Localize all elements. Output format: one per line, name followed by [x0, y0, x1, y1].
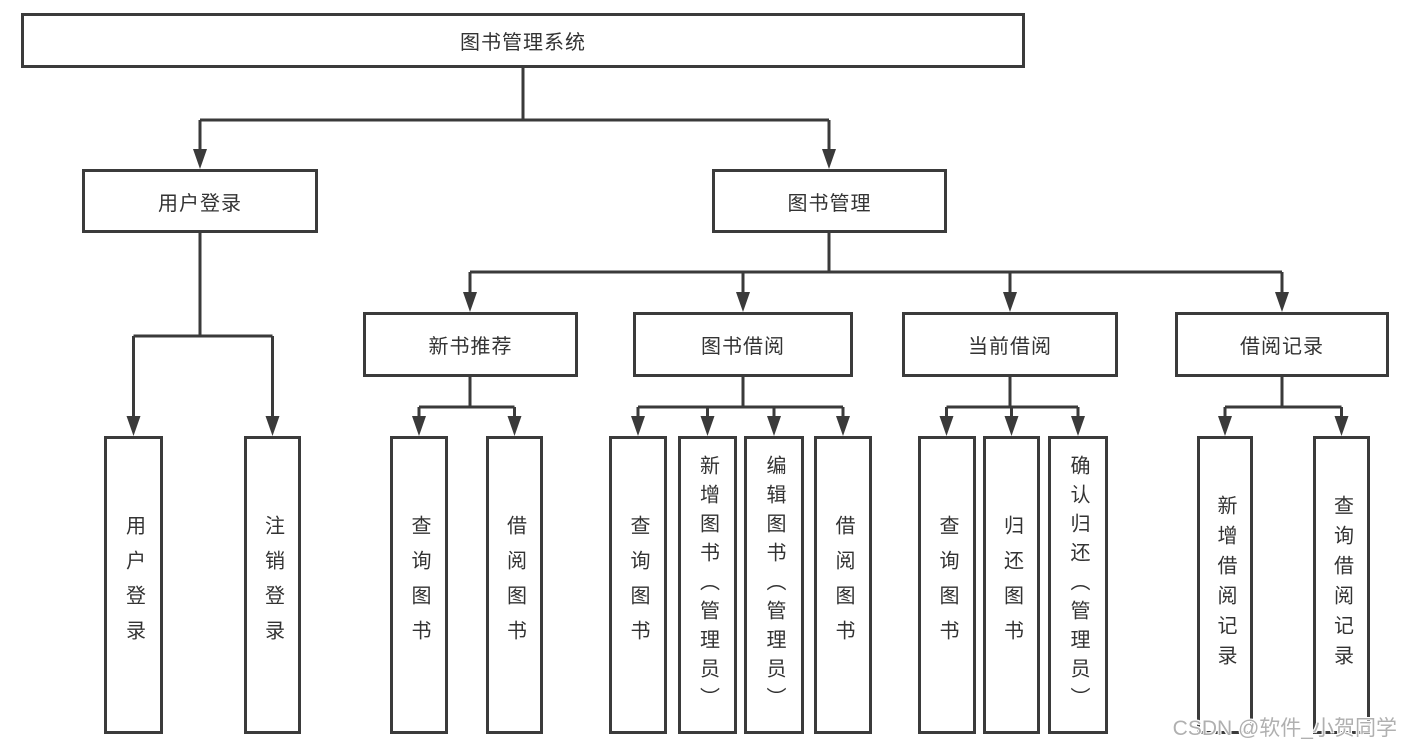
- leaf-logout-label: 注销登录: [261, 515, 284, 655]
- leaf-add-borrow-record: 新增借阅记录: [1197, 436, 1253, 734]
- leaf-user-login: 用户登录: [104, 436, 163, 734]
- leaf-confirm-return-admin-label: 确认归还（管理员）: [1067, 454, 1089, 716]
- leaf-borrow-edit-admin-label: 编辑图书（管理员）: [763, 454, 785, 716]
- node-current-borrow: 当前借阅: [902, 312, 1118, 377]
- leaf-borrow-query: 查询图书: [609, 436, 667, 734]
- leaf-borrow-book: 借阅图书: [814, 436, 872, 734]
- leaf-return-book: 归还图书: [983, 436, 1040, 734]
- leaf-borrow-edit-admin: 编辑图书（管理员）: [744, 436, 804, 734]
- node-new-book-recommend-label: 新书推荐: [428, 336, 513, 358]
- leaf-logout: 注销登录: [244, 436, 301, 734]
- leaf-newbooks-borrow: 借阅图书: [486, 436, 543, 734]
- leaf-borrow-query-label: 查询图书: [627, 515, 649, 655]
- leaf-query-borrow-record: 查询借阅记录: [1313, 436, 1370, 734]
- node-book-borrow: 图书借阅: [633, 312, 853, 377]
- leaf-query-borrow-record-label: 查询借阅记录: [1330, 495, 1353, 675]
- leaf-borrow-book-label: 借阅图书: [832, 515, 854, 655]
- leaf-borrow-add-admin-label: 新增图书（管理员）: [696, 454, 719, 716]
- node-book-management: 图书管理: [712, 169, 947, 233]
- leaf-borrow-add-admin: 新增图书（管理员）: [678, 436, 737, 734]
- node-new-book-recommend: 新书推荐: [363, 312, 578, 377]
- leaf-user-login-label: 用户登录: [122, 515, 145, 655]
- node-user-login: 用户登录: [82, 169, 318, 233]
- leaf-add-borrow-record-label: 新增借阅记录: [1214, 495, 1236, 675]
- node-current-borrow-label: 当前借阅: [968, 336, 1052, 358]
- leaf-return-book-label: 归还图书: [1000, 515, 1023, 655]
- node-root-label: 图书管理系统: [460, 32, 586, 54]
- leaf-newbooks-query: 查询图书: [390, 436, 448, 734]
- leaf-current-query-label: 查询图书: [936, 515, 958, 655]
- node-user-login-label: 用户登录: [158, 192, 242, 215]
- node-book-borrow-label: 图书借阅: [701, 336, 785, 358]
- csdn-watermark: CSDN @软件_小贺同学: [1172, 717, 1397, 740]
- node-root-system: 图书管理系统: [21, 13, 1025, 68]
- node-borrow-records: 借阅记录: [1175, 312, 1389, 377]
- leaf-current-query: 查询图书: [918, 436, 976, 734]
- node-borrow-records-label: 借阅记录: [1240, 336, 1324, 358]
- leaf-newbooks-borrow-label: 借阅图书: [503, 515, 526, 655]
- node-book-management-label: 图书管理: [787, 192, 872, 215]
- leaf-newbooks-query-label: 查询图书: [408, 515, 430, 655]
- leaf-confirm-return-admin: 确认归还（管理员）: [1048, 436, 1108, 734]
